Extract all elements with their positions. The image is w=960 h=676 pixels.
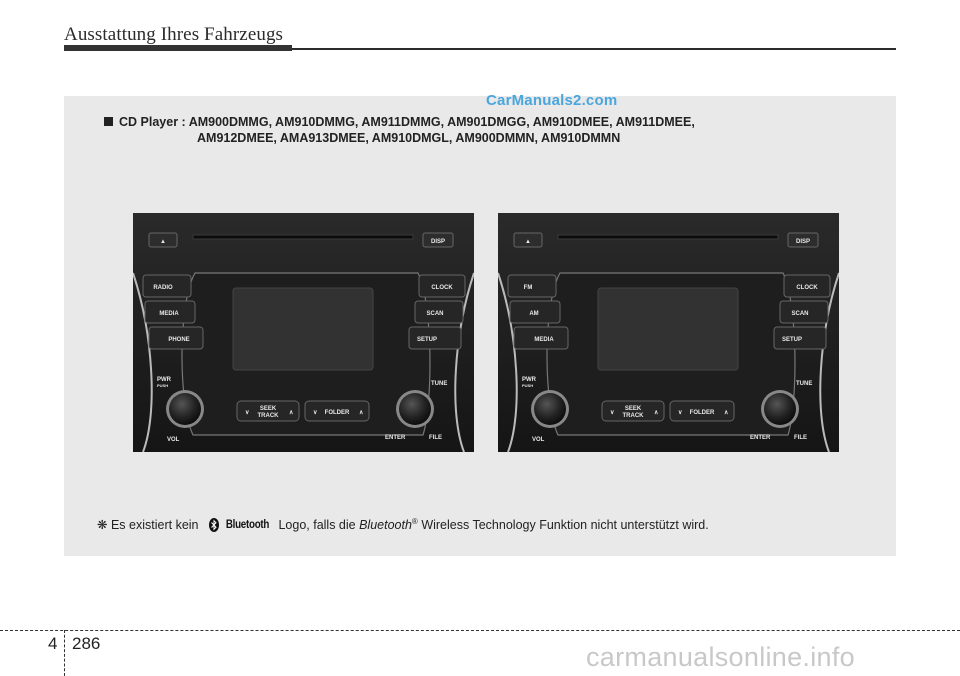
- radio-a-right-btn-1: CLOCK: [431, 285, 453, 291]
- radio-b-right-btn-3: SETUP: [782, 337, 802, 343]
- radio-b-left-btn-3: MEDIA: [534, 337, 554, 343]
- svg-text:∧: ∧: [654, 410, 658, 416]
- svg-text:∨: ∨: [313, 410, 317, 416]
- radio-b-vol-label: VOL: [532, 437, 545, 443]
- model-list-text-1: CD Player : AM900DMMG, AM910DMMG, AM911D…: [119, 115, 695, 129]
- svg-text:▲: ▲: [160, 239, 166, 245]
- svg-text:▲: ▲: [525, 239, 531, 245]
- footer-rule: [0, 630, 960, 631]
- radio-unit-b: ▲ DISP FM AM MEDIA CLOCK SCAN SETUP PWR …: [498, 213, 839, 452]
- svg-text:∧: ∧: [724, 410, 728, 416]
- disp-label: DISP: [431, 239, 445, 245]
- radio-b-push-label: PUSH: [522, 383, 533, 388]
- radio-b-right-btn-1: CLOCK: [796, 285, 818, 291]
- watermark-top: CarManuals2.com: [486, 92, 618, 109]
- footer-divider: [64, 630, 65, 676]
- svg-text:∨: ∨: [678, 410, 682, 416]
- bluetooth-logo-word: Bluetooth: [225, 519, 269, 532]
- note-text-1: Es existiert kein: [110, 518, 199, 533]
- radio-b-left-btn-1: FM: [524, 285, 533, 291]
- radio-a-left-btn-2: MEDIA: [159, 311, 179, 317]
- radio-a-right-btn-2: SCAN: [426, 311, 443, 317]
- note-brand: Bluetooth: [359, 518, 412, 533]
- page-number: 286: [72, 634, 101, 653]
- chapter-number: 4: [48, 634, 58, 653]
- radio-a-vol-label: VOL: [167, 437, 180, 443]
- radio-b-enter-label: ENTER: [750, 435, 771, 441]
- radio-b-right-btn-2: SCAN: [791, 311, 808, 317]
- note-text-3: Wireless Technology Funktion nicht unter…: [421, 518, 709, 533]
- header-rule-accent: [64, 45, 292, 51]
- disp-label: DISP: [796, 239, 810, 245]
- bluetooth-icon: [208, 518, 219, 533]
- radio-b-tune-label: TUNE: [796, 381, 812, 387]
- radio-a-left-btn-1: RADIO: [153, 285, 173, 291]
- page-header-title: Ausstattung Ihres Fahrzeugs: [64, 24, 284, 45]
- svg-text:∨: ∨: [245, 410, 249, 416]
- svg-text:∧: ∧: [359, 410, 363, 416]
- radio-a-file-label: FILE: [429, 435, 442, 441]
- model-list-line-1: CD Player : AM900DMMG, AM910DMMG, AM911D…: [104, 113, 695, 131]
- radio-a-folder-label: FOLDER: [325, 410, 350, 416]
- bluetooth-logo: Bluetooth: [208, 518, 273, 533]
- radio-b-pwr-label: PWR: [522, 377, 537, 383]
- radio-a-pwr-label: PWR: [157, 377, 172, 383]
- radio-a-tune-label: TUNE: [431, 381, 447, 387]
- radio-b-seek-label: SEEK: [625, 406, 642, 412]
- note-text-2: Logo, falls die: [278, 518, 356, 533]
- radio-unit-a: ▲ DISP RADIO MEDIA PHONE CLOCK SCAN SETU…: [133, 213, 474, 452]
- radio-b-file-label: FILE: [794, 435, 807, 441]
- svg-text:∨: ∨: [610, 410, 614, 416]
- radio-b-folder-label: FOLDER: [690, 410, 715, 416]
- radio-b-left-btn-2: AM: [529, 311, 538, 317]
- header-rule: [64, 48, 896, 50]
- note-reg: ®: [411, 517, 418, 526]
- radio-a-track-label: TRACK: [258, 413, 280, 419]
- radio-a-push-label: PUSH: [157, 383, 168, 388]
- radio-a-left-btn-3: PHONE: [168, 337, 189, 343]
- footer-watermark: carmanualsonline.info: [586, 642, 855, 672]
- bullet-square-icon: [104, 117, 113, 126]
- radio-a-right-btn-3: SETUP: [417, 337, 437, 343]
- radio-a-seek-label: SEEK: [260, 406, 277, 412]
- radio-a-enter-label: ENTER: [385, 435, 406, 441]
- radio-b-track-label: TRACK: [623, 413, 645, 419]
- model-list-line-2: AM912DMEE, AMA913DMEE, AM910DMGL, AM900D…: [197, 131, 621, 145]
- note-symbol: ❋: [97, 518, 108, 533]
- svg-text:∧: ∧: [289, 410, 293, 416]
